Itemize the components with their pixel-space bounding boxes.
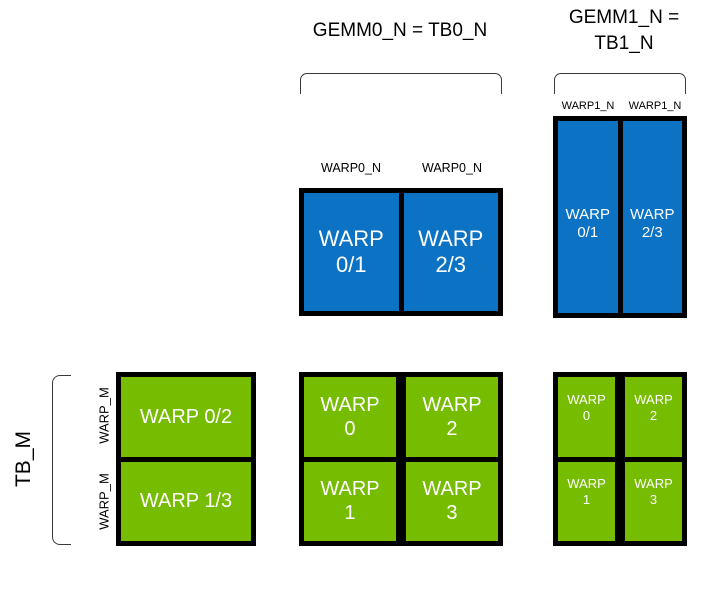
gemm1-green-cell-1-1[interactable]: WARP 3 [625,461,682,541]
left-green-group: WARP 0/2 WARP 1/3 [116,372,256,546]
gemm1-green-cell-1-0[interactable]: WARP 2 [625,377,682,457]
warp1-n-label-right: WARP1_N [628,100,682,112]
gemm1-green-cell-0-0[interactable]: WARP 0 [558,377,615,457]
gemm1-blue-cell-0[interactable]: WARP 0/1 [558,121,618,313]
gemm1-green-group: WARP 0 WARP 1 WARP 2 WARP 3 [553,372,687,546]
gemm1-heading: GEMM1_N = TB1_N [568,7,680,54]
gemm0-blue-cell-0[interactable]: WARP 0/1 [304,193,399,311]
gemm0-green-col-0: WARP 0 WARP 1 [304,377,396,541]
warp0-n-label-right: WARP0_N [422,161,482,175]
gemm0-blue-group: WARP 0/1 WARP 2/3 [299,188,503,316]
gemm0-blue-cell-1[interactable]: WARP 2/3 [403,193,498,311]
gemm0-green-group: WARP 0 WARP 1 WARP 2 WARP 3 [299,372,503,546]
tb-m-label: TB_M [12,431,35,488]
left-green-cell-1[interactable]: WARP 1/3 [121,461,251,541]
warp0-n-label-left: WARP0_N [321,161,381,175]
warp-m-label-bottom: WARP_M [96,473,112,530]
gemm1-green-cell-0-1[interactable]: WARP 1 [558,461,615,541]
gemm1-blue-group: WARP 0/1 WARP 2/3 [553,116,687,318]
left-green-cell-0[interactable]: WARP 0/2 [121,377,251,457]
gemm0-green-cell-1-0[interactable]: WARP 2 [406,377,498,457]
gemm1-green-col-0: WARP 0 WARP 1 [558,377,615,541]
gemm0-green-col-1: WARP 2 WARP 3 [406,377,498,541]
gemm0-heading: GEMM0_N = TB0_N [312,20,488,41]
tb-m-bracket [52,375,71,545]
gemm0-span-bracket [300,73,502,94]
gemm0-green-cell-0-0[interactable]: WARP 0 [304,377,396,457]
gemm1-span-bracket [554,73,686,94]
warp1-n-label-left: WARP1_N [561,100,615,112]
warp-m-label-top: WARP_M [96,387,112,444]
gemm0-green-cell-1-1[interactable]: WARP 3 [406,461,498,541]
gemm1-blue-cell-1[interactable]: WARP 2/3 [622,121,682,313]
gemm1-green-col-1: WARP 2 WARP 3 [625,377,682,541]
gemm0-green-cell-0-1[interactable]: WARP 1 [304,461,396,541]
